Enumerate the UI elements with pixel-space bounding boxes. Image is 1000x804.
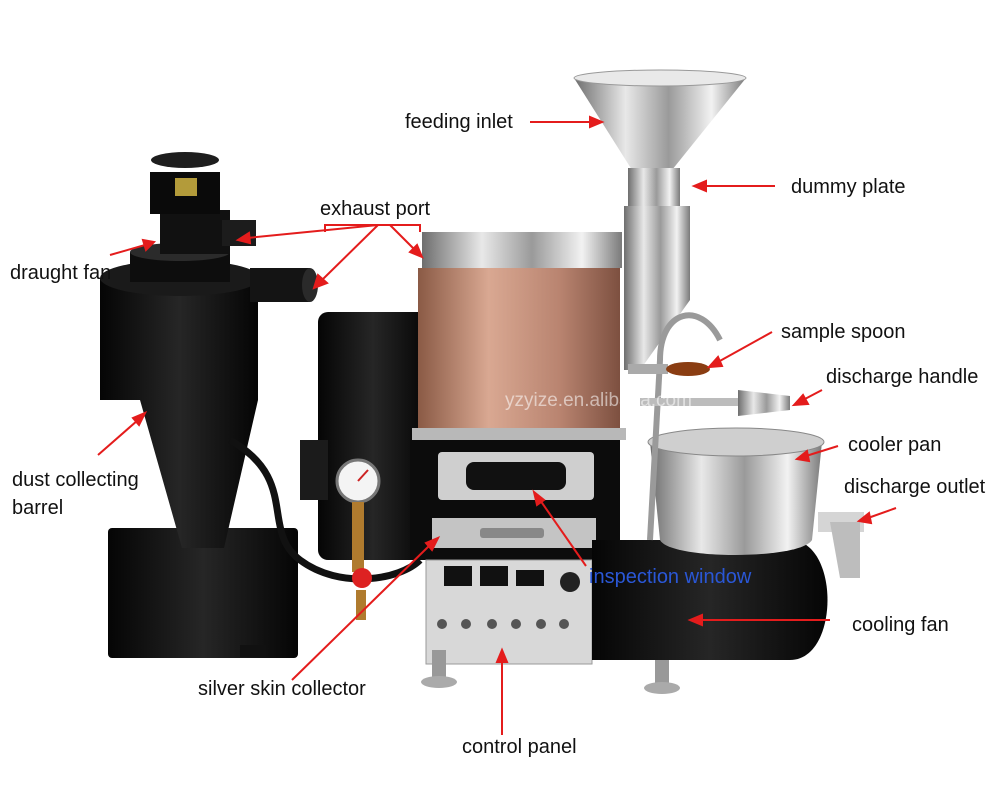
cooler-pan bbox=[647, 427, 864, 578]
inspection-window-plate bbox=[438, 452, 594, 500]
label-draught-fan: draught fan bbox=[10, 262, 112, 284]
copper-cover bbox=[412, 232, 626, 440]
draught-fan bbox=[150, 152, 256, 254]
discharge-handle-rod bbox=[640, 390, 790, 416]
pressure-gauge bbox=[335, 458, 381, 620]
label-silver-skin-collector: silver skin collector bbox=[198, 678, 366, 700]
label-dust-collecting: dust collecting bbox=[12, 469, 139, 491]
label-discharge-handle: discharge handle bbox=[826, 366, 979, 388]
cooling-tray-base bbox=[592, 540, 828, 660]
sample-spoon bbox=[628, 362, 710, 376]
callout-arrows bbox=[97, 115, 897, 735]
label-inspection-window: inspection window bbox=[589, 566, 752, 588]
label-sample-spoon: sample spoon bbox=[781, 321, 906, 343]
label-exhaust-port: exhaust port bbox=[320, 198, 431, 220]
dust-collector-base bbox=[108, 528, 298, 658]
machine-feet bbox=[421, 650, 680, 694]
label-feeding-inlet: feeding inlet bbox=[405, 111, 513, 133]
sample-spoon-tube bbox=[647, 312, 723, 541]
label-control-panel: control panel bbox=[462, 736, 577, 758]
feed-hopper bbox=[573, 69, 747, 370]
label-discharge-outlet: discharge outlet bbox=[844, 476, 986, 498]
label-dummy-plate: dummy plate bbox=[791, 176, 906, 198]
label-cooling-fan: cooling fan bbox=[852, 614, 949, 636]
dust-collecting-barrel bbox=[100, 243, 318, 548]
label-barrel: barrel bbox=[12, 497, 64, 519]
silver-skin-collector-drawer bbox=[432, 518, 596, 548]
label-cooler-pan: cooler pan bbox=[848, 434, 942, 456]
control-panel-housing bbox=[425, 559, 593, 665]
watermark: yzyize.en.alibaba.com bbox=[505, 390, 692, 411]
